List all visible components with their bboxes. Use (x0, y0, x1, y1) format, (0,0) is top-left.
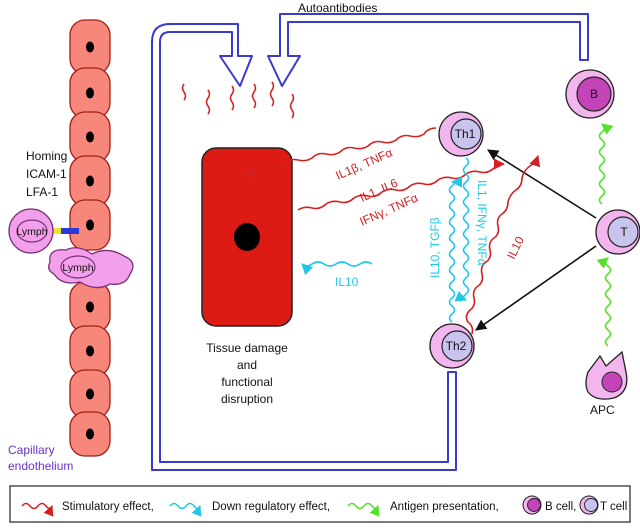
damage-squiggles (181, 81, 295, 119)
endothelial-cell (69, 155, 111, 207)
endothelium-label: endothelium (8, 459, 73, 473)
endothelial-cell (69, 199, 111, 251)
icam-label: ICAM-1 (26, 167, 67, 181)
cytokine-il10-right: IL10 (504, 234, 527, 261)
antigen-presentation-apc-to-t (596, 257, 612, 347)
downregulatory-th2-to-th1 (448, 176, 463, 323)
legend-stimulatory-label: Stimulatory effect, (62, 501, 154, 513)
t-to-th2-arrow (475, 245, 597, 331)
endothelial-cell (69, 281, 111, 333)
th2-label: Th2 (446, 339, 467, 353)
t-to-th1-arrow (487, 149, 597, 219)
legend-b-cell-swatch (522, 495, 542, 515)
stimulatory-th1-to-tissue-1 (242, 127, 437, 180)
feedback-outer-path (151, 23, 457, 471)
t-cell: T (595, 209, 640, 255)
legend-b-cell-label: B cell, (545, 501, 576, 513)
feedback-autoantibody-path (267, 13, 589, 87)
cytokine-il10-left: IL10 (335, 275, 359, 289)
th2-cell: Th2 (429, 323, 475, 369)
downregulatory-th1-to-th2 (454, 157, 470, 302)
homing-label: Homing (26, 149, 67, 163)
b-cell-label: B (590, 87, 598, 101)
apc-cell (585, 350, 628, 400)
lymphocyte-transmigrating: Lymph (48, 247, 134, 289)
lfa-label: LFA-1 (26, 185, 58, 199)
antigen-presentation-t-to-b (598, 123, 614, 205)
t-cell-label: T (620, 225, 628, 239)
legend-down-regulatory-label: Down regulatory effect, (212, 501, 330, 513)
cytokine-il1-ifng-tnfa: IL1, IFNγ, TNFα (475, 180, 489, 266)
legend-antigen-swatch (347, 502, 380, 517)
lymph-label-adhering: Lymph (16, 226, 47, 238)
capillary-label: Capillary (8, 443, 55, 457)
legend: Stimulatory effect, Down regulatory effe… (9, 485, 631, 523)
capillary-endothelium (69, 19, 111, 457)
endothelial-cell (69, 19, 111, 75)
b-cell: B (565, 69, 615, 119)
autoantibody-loop (151, 13, 589, 471)
autoantibodies-label: Autoantibodies (298, 1, 377, 15)
cytokine-il10-tgfb: IL10, TGFβ (428, 217, 442, 278)
legend-stimulatory-swatch (21, 502, 54, 517)
downregulatory-th2-to-tissue (301, 261, 373, 276)
endothelial-cell (69, 411, 111, 457)
endothelial-cell (69, 325, 111, 377)
lymph-label-transmigrating: Lymph (62, 262, 93, 274)
endothelial-cell (69, 67, 111, 119)
legend-antigen-label: Antigen presentation, (390, 501, 499, 513)
cytokine-il1b-tnfa: IL1β, TNFα (334, 145, 395, 182)
stimulatory-tissue-to-th1 (297, 158, 506, 211)
tissue-damage-label: Tissue damage (206, 341, 288, 355)
endothelial-cell (69, 111, 111, 163)
legend-t-cell-swatch (579, 495, 599, 515)
th1-label: Th1 (455, 127, 476, 141)
legend-t-cell-label: T cell (600, 501, 627, 513)
tissue-functional-label: functional (221, 375, 272, 389)
endothelial-cell (69, 369, 111, 419)
legend-down-regulatory-swatch (169, 502, 202, 517)
stimulatory-th2-to-b (465, 154, 541, 335)
tissue-cell (201, 147, 293, 327)
tissue-and-label: and (237, 358, 257, 372)
tissue-disruption-label: disruption (221, 392, 273, 406)
lymphocyte-adhering: Lymph (8, 208, 79, 254)
apc-label: APC (590, 403, 615, 417)
th1-cell: Th1 (438, 111, 484, 157)
